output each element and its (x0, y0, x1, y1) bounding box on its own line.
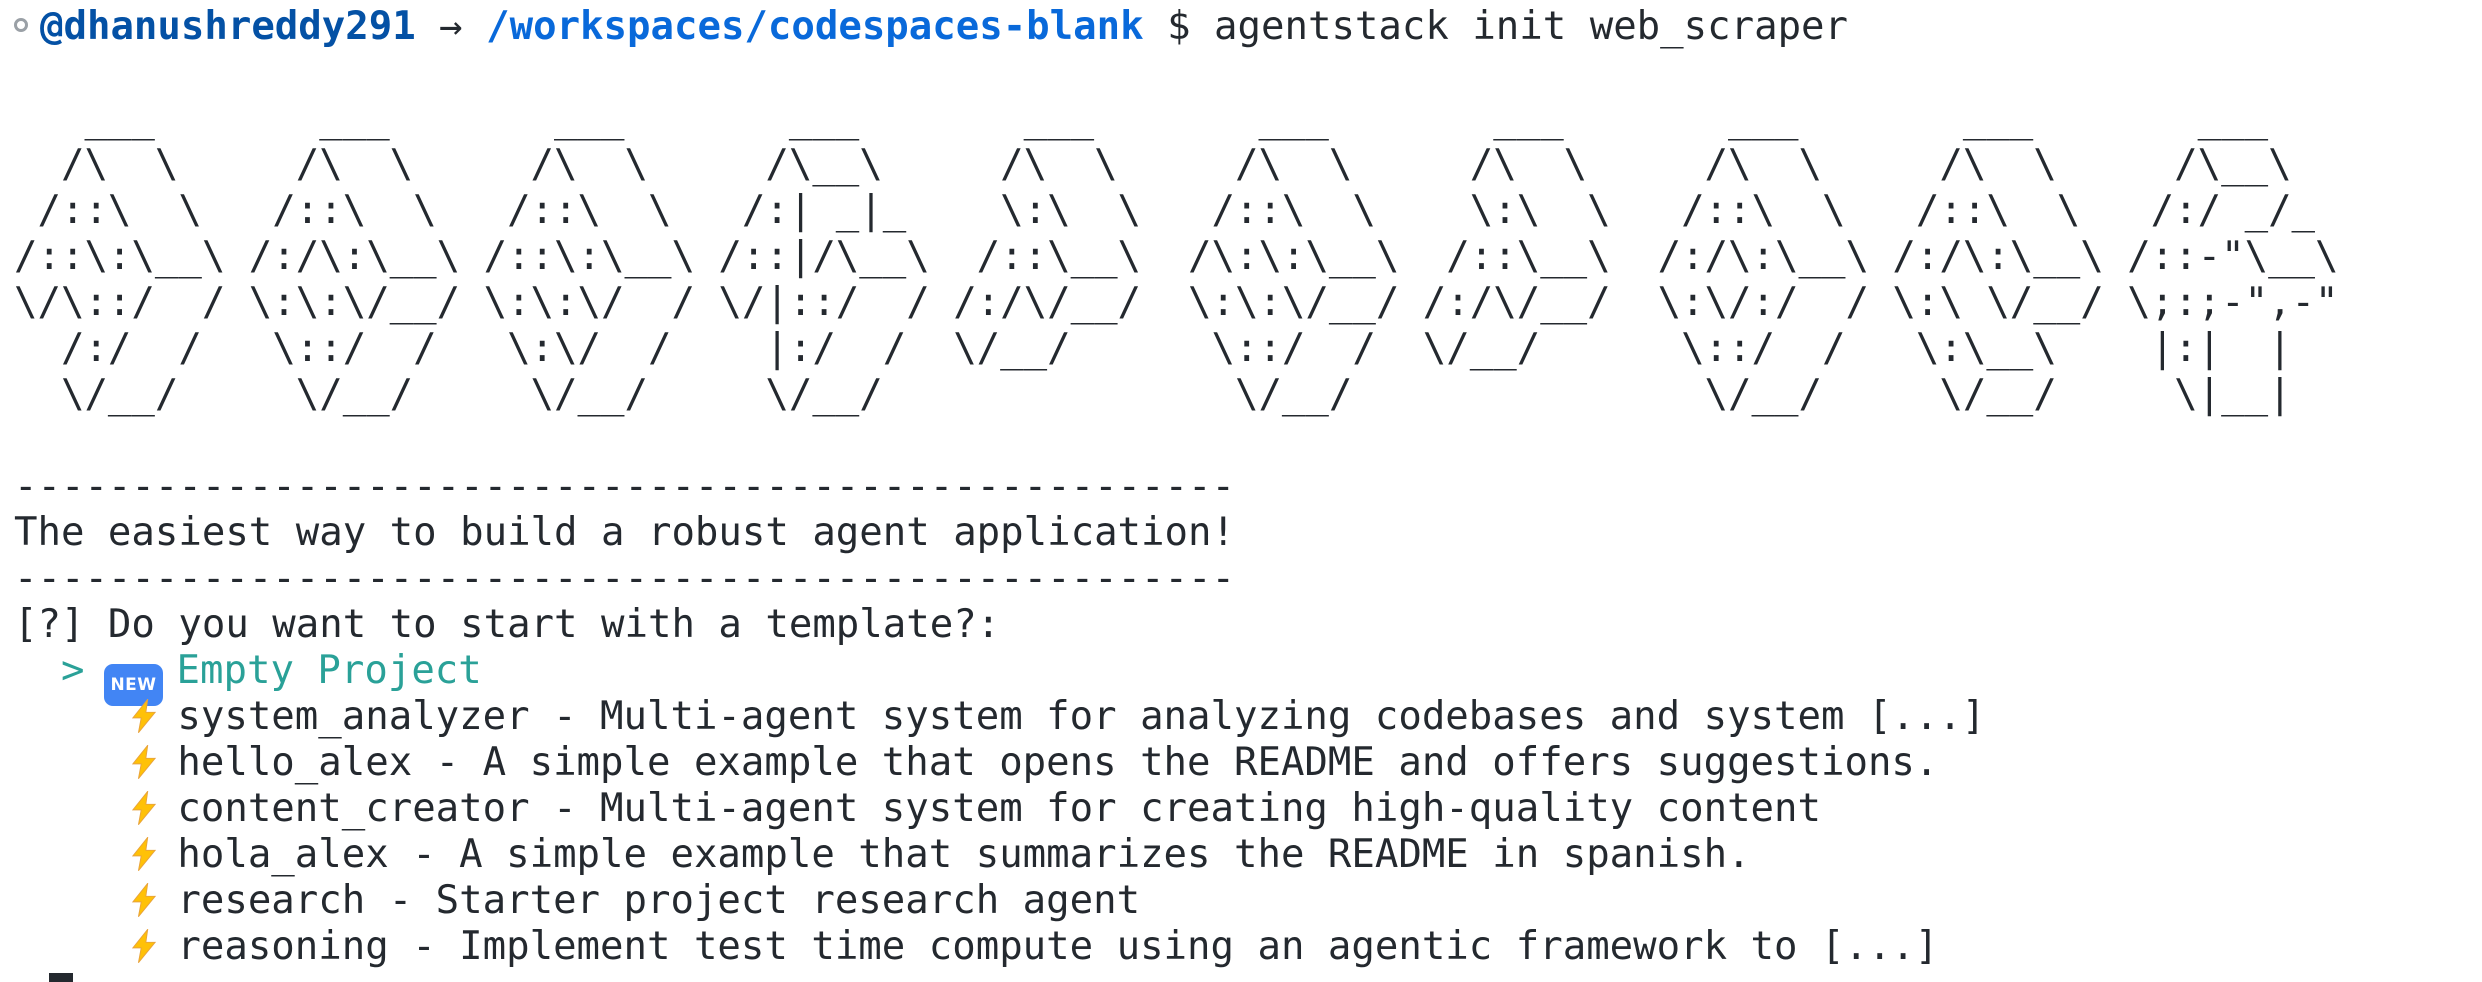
lightning-icon (131, 740, 157, 786)
ascii-logo: ___ ___ ___ ___ ___ ___ ___ ___ ___ ___ … (14, 96, 2482, 418)
option-label: hello_alex - A simple example that opens… (177, 740, 1939, 785)
option-label: system_analyzer - Multi-agent system for… (177, 694, 1986, 739)
option-system-analyzer[interactable]: system_analyzer - Multi-agent system for… (14, 694, 2482, 740)
prompt-username: @dhanushreddy291 (40, 4, 416, 49)
lightning-icon (131, 694, 157, 740)
option-reasoning[interactable]: reasoning - Implement test time compute … (14, 924, 2482, 970)
cursor-line (14, 970, 2482, 982)
prompt-command: agentstack init web_scraper (1214, 4, 1849, 49)
lightning-icon (131, 924, 157, 970)
option-label: content_creator - Multi-agent system for… (177, 786, 1821, 831)
terminal-cursor (49, 973, 74, 982)
prompt-circle-icon (14, 18, 28, 32)
lightning-icon (131, 878, 157, 924)
tagline: The easiest way to build a robust agent … (14, 510, 1235, 555)
option-empty-project[interactable]: > NEW Empty Project (14, 648, 2482, 706)
prompt-arrow-icon: → (415, 4, 487, 49)
ascii-art-line: /::\:\__\ /:/\:\__\ /::\:\__\ /::|/\__\ … (14, 234, 2339, 279)
spacer-line (14, 50, 2482, 96)
ascii-art-line: ___ ___ ___ ___ ___ ___ ___ ___ ___ ___ (14, 96, 2269, 141)
option-research[interactable]: research - Starter project research agen… (14, 878, 2482, 924)
option-content-creator[interactable]: content_creator - Multi-agent system for… (14, 786, 2482, 832)
selection-pointer: > (60, 648, 85, 693)
spacer-line (14, 418, 2482, 464)
option-label: Empty Project (176, 648, 482, 693)
lightning-icon (131, 786, 157, 832)
divider-line-bottom: ----------------------------------------… (14, 556, 1235, 601)
divider-line-top: ----------------------------------------… (14, 464, 1235, 509)
ascii-art-line: /::\ \ /::\ \ /::\ \ /:| _|_ \:\ \ /::\ … (14, 188, 2316, 233)
option-label: hola_alex - A simple example that summar… (177, 832, 1751, 877)
option-label: research - Starter project research agen… (177, 878, 1141, 923)
lightning-icon (131, 832, 157, 878)
prompt-dollar: $ (1143, 4, 1215, 49)
new-badge-icon: NEW (104, 664, 163, 706)
option-hola-alex[interactable]: hola_alex - A simple example that summar… (14, 832, 2482, 878)
shell-prompt-line: @dhanushreddy291 → /workspaces/codespace… (14, 4, 2482, 50)
option-hello-alex[interactable]: hello_alex - A simple example that opens… (14, 740, 2482, 786)
ascii-art-line: /\ \ /\ \ /\ \ /\__\ /\ \ /\ \ /\ \ /\ \… (14, 142, 2292, 187)
template-question: [?] Do you want to start with a template… (14, 602, 1001, 647)
ascii-art-line: \/__/ \/__/ \/__/ \/__/ \/__/ \/__/ \/__… (14, 372, 2292, 417)
ascii-art-line: \/\::/ / \:\:\/__/ \:\:\/ / \/|::/ / /:/… (14, 280, 2339, 325)
prompt-path: /workspaces/codespaces-blank (486, 4, 1144, 49)
ascii-art-line: /:/ / \::/ / \:\/ / |:/ / \/__/ \::/ / \… (14, 326, 2292, 371)
option-label: reasoning - Implement test time compute … (177, 924, 1939, 969)
